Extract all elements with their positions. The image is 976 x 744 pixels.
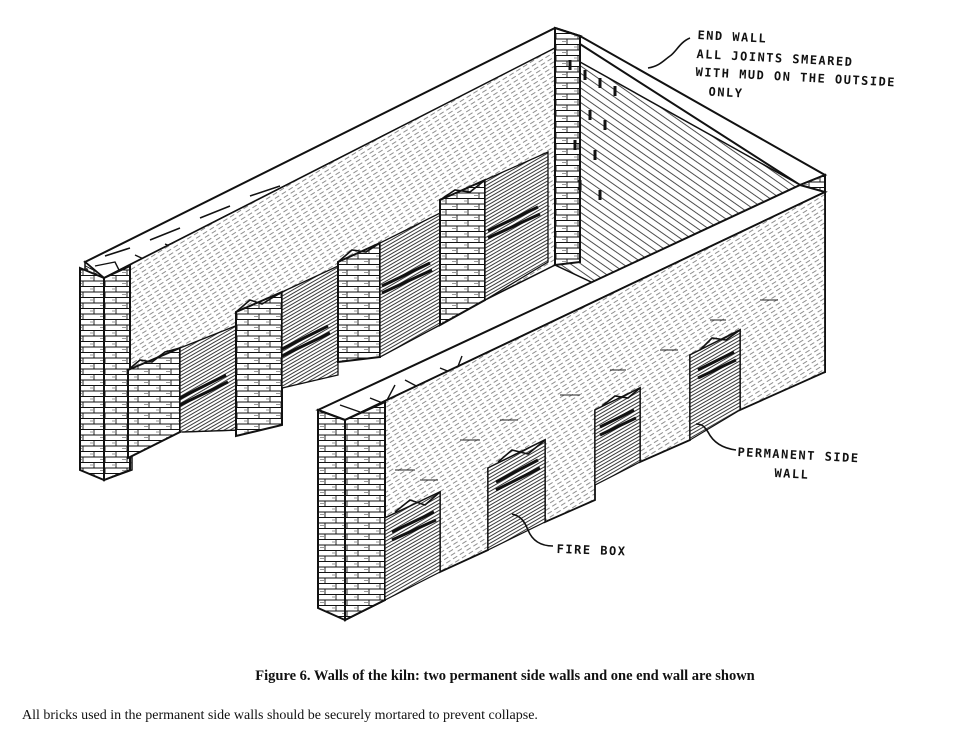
end-wall-leader-line	[647, 37, 691, 69]
figure-caption: Figure 6. Walls of the kiln: two permane…	[255, 668, 755, 684]
end-wall-label: End wall All joints smeared with mud on …	[694, 26, 968, 114]
side-wall-leader-line	[695, 423, 737, 451]
far-wall-piers	[127, 150, 549, 460]
fire-box-leader-line	[511, 513, 554, 547]
near-side-wall	[315, 183, 828, 622]
body-text: All bricks used in the permanent side wa…	[22, 708, 538, 723]
fire-box-label: Fire box	[556, 541, 627, 559]
